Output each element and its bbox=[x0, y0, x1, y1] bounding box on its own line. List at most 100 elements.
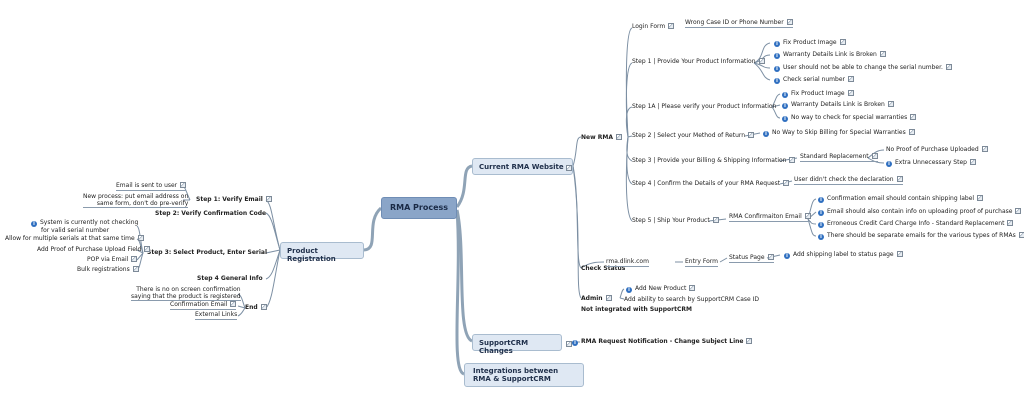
note-icon[interactable] bbox=[137, 235, 144, 241]
note-icon[interactable] bbox=[783, 180, 790, 186]
pr-step3-item[interactable]: Add Proof of Purchase Upload Field bbox=[37, 246, 151, 253]
note-icon[interactable] bbox=[910, 114, 917, 120]
note-icon[interactable] bbox=[969, 159, 976, 165]
pr-step3-item[interactable]: Allow for multiple serials at that same … bbox=[5, 235, 144, 242]
check-status-node[interactable]: Check Status bbox=[581, 265, 625, 272]
external-links-node[interactable]: External Links bbox=[195, 311, 238, 320]
pr-step2-node[interactable]: Step 2: Verify Confirmation Code bbox=[155, 210, 266, 217]
topic-current-rma-website[interactable]: Current RMA Website bbox=[472, 158, 573, 175]
step3-node[interactable]: Step 3 | Provide your Billing & Shipping… bbox=[632, 157, 796, 164]
status-item[interactable]: Add shipping label to status page bbox=[784, 251, 903, 259]
step1a-node[interactable]: Step 1A | Please verify your Product Inf… bbox=[632, 103, 776, 110]
step1a-item[interactable]: No way to check for special warranties bbox=[782, 114, 917, 122]
step1-item[interactable]: Warranty Details Link is Broken bbox=[774, 51, 886, 59]
note-icon[interactable] bbox=[265, 196, 272, 202]
pr-step3-item[interactable]: Bulk registrations bbox=[77, 266, 139, 273]
root-node[interactable]: RMA Process bbox=[381, 197, 457, 219]
pr-step1-node[interactable]: Step 1: Verify Email bbox=[196, 196, 272, 203]
note-icon[interactable] bbox=[847, 90, 854, 96]
admin-node[interactable]: Admin bbox=[581, 295, 612, 302]
supportcrm-item[interactable]: RMA Request Notification - Change Subjec… bbox=[572, 338, 753, 346]
no-proof-node[interactable]: No Proof of Purchase Uploaded bbox=[886, 146, 988, 153]
note-icon[interactable] bbox=[131, 256, 138, 262]
pr-end-node[interactable]: End bbox=[245, 304, 267, 311]
extra-step-node[interactable]: Extra Unnecessary Step bbox=[886, 159, 976, 167]
note-icon[interactable] bbox=[887, 101, 894, 107]
not-integrated-node[interactable]: Not integrated with SupportCRM bbox=[581, 306, 692, 313]
site-node[interactable]: rma.dlink.com bbox=[606, 258, 649, 267]
note-icon[interactable] bbox=[144, 246, 151, 252]
note-icon[interactable] bbox=[605, 295, 612, 301]
note-icon[interactable] bbox=[847, 76, 854, 82]
entry-form-node[interactable]: Entry Form bbox=[685, 258, 718, 267]
note-icon[interactable] bbox=[945, 64, 952, 70]
conf-email-node[interactable]: Confirmation Email bbox=[170, 301, 237, 310]
info-icon bbox=[784, 253, 790, 259]
step1-item[interactable]: User should not be able to change the se… bbox=[774, 64, 952, 72]
note-icon[interactable] bbox=[566, 165, 572, 171]
check-status-label: Check Status bbox=[581, 265, 626, 272]
note-icon[interactable] bbox=[758, 58, 765, 64]
step4-node[interactable]: Step 4 | Confirm the Details of your RMA… bbox=[632, 180, 790, 187]
note-icon[interactable] bbox=[767, 254, 774, 260]
note-icon[interactable] bbox=[180, 182, 187, 188]
step1-item[interactable]: Fix Product Image bbox=[774, 39, 846, 47]
note-icon[interactable] bbox=[804, 213, 811, 219]
email-item[interactable]: There should be separate emails for the … bbox=[818, 232, 1024, 240]
rma-email-node[interactable]: RMA Confirmaiton Email bbox=[729, 213, 811, 222]
note-icon[interactable] bbox=[1015, 208, 1022, 214]
step5-node[interactable]: Step 5 | Ship Your Product bbox=[632, 217, 719, 224]
note-icon[interactable] bbox=[786, 19, 793, 25]
email-item[interactable]: Erroneous Credit Card Charge Info - Stan… bbox=[818, 220, 1014, 228]
note-icon[interactable] bbox=[668, 23, 675, 29]
topic-supportcrm-changes[interactable]: SupportCRM Changes bbox=[472, 334, 562, 355]
note-icon[interactable] bbox=[260, 304, 267, 310]
note-icon[interactable] bbox=[615, 134, 622, 140]
note-icon[interactable] bbox=[230, 301, 237, 307]
note-icon[interactable] bbox=[712, 217, 719, 223]
status-page-node[interactable]: Status Page bbox=[729, 254, 774, 263]
add-product-node[interactable]: Add New Product bbox=[626, 285, 696, 293]
note-icon[interactable] bbox=[132, 266, 139, 272]
pr-step3-label: Step 3: Select Product, Enter Serial bbox=[147, 249, 268, 256]
pr-step3-item[interactable]: POP via Email bbox=[87, 256, 138, 263]
note-icon[interactable] bbox=[689, 285, 696, 291]
email-item[interactable]: Confirmation email should contain shippi… bbox=[818, 195, 984, 203]
step2-node[interactable]: Step 2 | Select your Method of Return bbox=[632, 132, 755, 139]
note-icon[interactable] bbox=[879, 51, 886, 57]
pr-step4-node[interactable]: Step 4 General Info bbox=[197, 275, 263, 282]
step1a-item[interactable]: Warranty Details Link is Broken bbox=[782, 101, 894, 109]
new-rma-node[interactable]: New RMA bbox=[581, 134, 622, 141]
step4-item[interactable]: User didn't check the declaration bbox=[794, 176, 903, 185]
step2-item[interactable]: No Way to Skip Billing for Special Warra… bbox=[763, 129, 915, 137]
search-node[interactable]: Add ability to search by SupportCRM Case… bbox=[624, 296, 759, 303]
item-label: Email should also contain info on upload… bbox=[827, 208, 1013, 215]
note-icon[interactable] bbox=[839, 39, 846, 45]
step1a-item[interactable]: Fix Product Image bbox=[782, 90, 854, 98]
login-form-node[interactable]: Login Form bbox=[632, 23, 675, 30]
email-item[interactable]: Email should also contain info on upload… bbox=[818, 208, 1022, 216]
note-icon[interactable] bbox=[789, 157, 796, 163]
step1-node[interactable]: Step 1 | Provide Your Product Informatio… bbox=[632, 58, 765, 65]
note-icon[interactable] bbox=[896, 251, 903, 257]
note-icon[interactable] bbox=[1007, 220, 1014, 226]
topic-integrations[interactable]: Integrations between RMA & SupportCRM bbox=[464, 363, 584, 387]
pr-step3-node[interactable]: Step 3: Select Product, Enter Serial bbox=[147, 249, 267, 256]
info-icon bbox=[774, 78, 780, 84]
note-icon[interactable] bbox=[981, 146, 988, 152]
note-icon[interactable] bbox=[871, 153, 878, 159]
note-icon[interactable] bbox=[977, 195, 984, 201]
note-icon[interactable] bbox=[746, 338, 753, 344]
standard-replacement-node[interactable]: Standard Replacement bbox=[800, 153, 878, 162]
wrong-case-node[interactable]: Wrong Case ID or Phone Number bbox=[685, 19, 793, 28]
topic-product-registration[interactable]: Product Registration bbox=[280, 242, 364, 263]
note-icon[interactable] bbox=[1018, 232, 1024, 238]
email-sent-node[interactable]: Email is sent to user bbox=[116, 182, 187, 191]
note-icon[interactable] bbox=[908, 129, 915, 135]
note-icon[interactable] bbox=[896, 176, 903, 182]
step1-item[interactable]: Check serial number bbox=[774, 76, 854, 84]
note-icon[interactable] bbox=[748, 132, 755, 138]
